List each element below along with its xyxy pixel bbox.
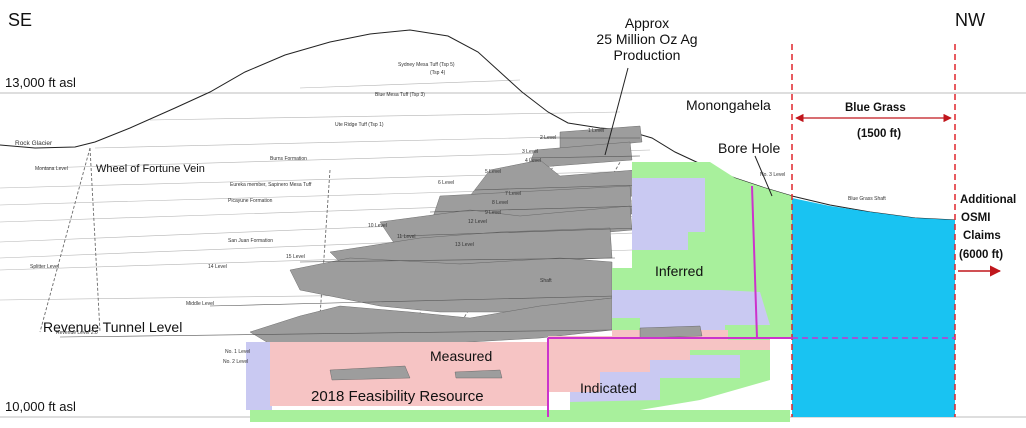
sydney-tuff-label: Sydney Mesa Tuff (Tsp 5) (398, 62, 455, 68)
level-2-label: 2 Level (540, 135, 556, 141)
feasibility-resource-label: 2018 Feasibility Resource (311, 388, 484, 405)
level-3-label: 3 Level (522, 149, 538, 155)
level-14-label: 14 Level (208, 264, 227, 270)
indicated-label: Indicated (580, 380, 637, 396)
level-15-label: 15 Level (286, 254, 305, 260)
production-label-line3: Production (614, 47, 681, 63)
nw-direction-label: NW (955, 10, 985, 30)
level-lines (59, 137, 641, 338)
production-label-line1: Approx (625, 15, 669, 31)
additional-claims-line1: Additional (960, 194, 1016, 206)
geology-annotations: Rock Glacier Sydney Mesa Tuff (Tsp 5) (T… (15, 62, 886, 365)
blue-mesa-label: Blue Mesa Tuff (Tsp 3) (375, 92, 425, 98)
splitter-level-label: Splitter Level (30, 264, 59, 270)
level-6-label: 6 Level (438, 180, 454, 186)
level-12-label: 12 Level (468, 219, 487, 225)
level-13-label: 13 Level (455, 242, 474, 248)
revenue-level-label: Revenue Level 2.0 (56, 330, 98, 336)
blue-grass-distance-label: (1500 ft) (857, 128, 901, 140)
burns-label: Burns Formation (270, 156, 307, 162)
no3-level-label: No. 3 Level (760, 172, 785, 178)
blue-grass-label: Blue Grass (845, 102, 906, 114)
ute-ridge-label: Ute Ridge Tuff (Tsp 1) (335, 122, 384, 128)
monongahela-label: Monongahela (686, 97, 771, 113)
level-5-label: 5 Level (485, 169, 501, 175)
level-4-label: 4 Level (525, 158, 541, 164)
level-8-label: 8 Level (492, 200, 508, 206)
level-10-label: 10 Level (368, 223, 387, 229)
eureka-label: Eureka member, Sapinero Mesa Tuff (230, 182, 312, 188)
wheel-of-fortune-label: Wheel of Fortune Vein (96, 163, 205, 175)
bore-hole-label: Bore Hole (718, 140, 780, 156)
bore-hole-leader (754, 155, 773, 197)
revenue-tunnel-label: Revenue Tunnel Level (43, 319, 182, 335)
elevation-13000-label: 13,000 ft asl (5, 75, 76, 90)
se-direction-label: SE (8, 10, 32, 30)
additional-claims-line4: (6000 ft) (959, 249, 1003, 261)
shaft-label: Shaft (540, 278, 552, 284)
measured-stope-patches (329, 325, 703, 381)
additional-claims-line2: OSMI (961, 212, 990, 224)
measured-resource-block (270, 330, 770, 406)
montana-level-label: Montana Level (35, 166, 68, 172)
blue-grass-shaft-label: Blue Grass Shaft (848, 196, 886, 202)
elevation-10000-label: 10,000 ft asl (5, 399, 76, 414)
picayune-label: Picayune Formation (228, 198, 273, 204)
tsp4-label: (Tsp 4) (430, 70, 446, 76)
bore-hole-lines (547, 185, 792, 417)
level-9-label: 9 Level (485, 210, 501, 216)
measured-label: Measured (430, 348, 492, 364)
production-leader (604, 67, 629, 156)
rock-glacier-label: Rock Glacier (15, 140, 53, 147)
no2-level-label: No. 2 Level (223, 359, 248, 365)
additional-claims-line3: Claims (963, 230, 1001, 242)
no1-level-label: No. 1 Level (225, 349, 250, 355)
inferred-label: Inferred (655, 263, 703, 279)
level-7-label: 7 Level (505, 191, 521, 197)
middle-level-label: Middle Level (186, 301, 214, 307)
blue-grass-block (792, 198, 955, 417)
level-11-label: 11 Level (397, 234, 416, 240)
san-juan-label: San Juan Formation (228, 238, 273, 244)
production-label-line2: 25 Million Oz Ag (596, 31, 697, 47)
level-1-label: 1 Level (588, 128, 604, 134)
